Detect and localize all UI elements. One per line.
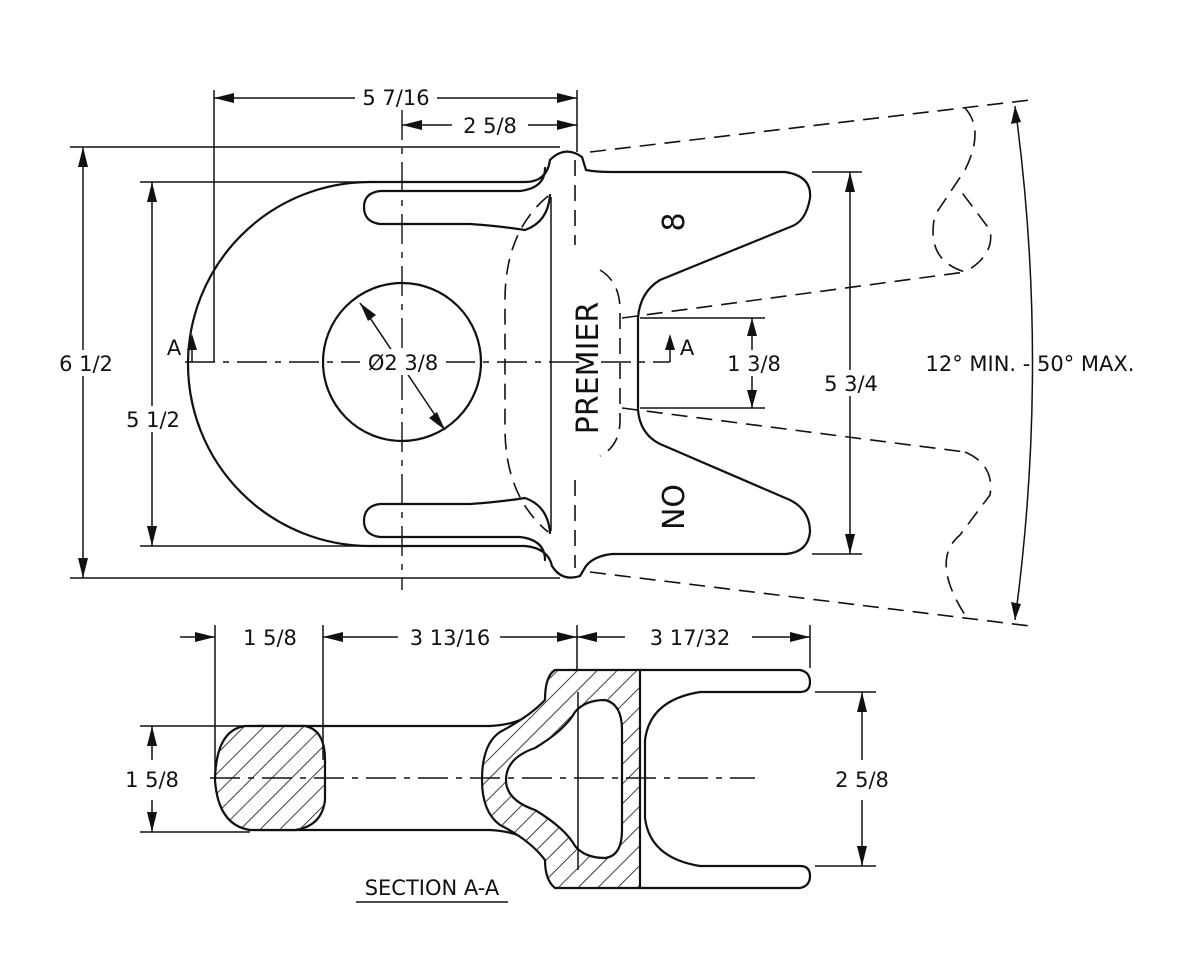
- phantom-jaw-curves: [932, 107, 992, 616]
- section-marker-right: A: [680, 336, 695, 360]
- hidden-pocket: [599, 269, 621, 457]
- dim-slot-width: 1 3/8: [727, 352, 781, 376]
- body-outline: [186, 150, 812, 579]
- dim-overall-length: 5 7/16: [362, 86, 429, 110]
- dim-inner-height: 5 1/2: [126, 408, 180, 432]
- phantom-jaw-bottom: [589, 407, 1031, 627]
- top-view: 5 7/16 2 5/8 6 1/2 5 1/2 Ø2 3/8 A: [50, 84, 1135, 627]
- marking-no: NO: [657, 484, 692, 530]
- upper-slot: [362, 166, 552, 232]
- section-view: 1 5/8 3 13/16 3 17/32 1 5/8 2 5/8 SECTIO…: [125, 625, 889, 903]
- jaw-outline: [638, 668, 812, 890]
- section-marker-left: A: [167, 336, 182, 360]
- dim-overall-height: 6 1/2: [59, 352, 113, 376]
- dim-bore-diameter: Ø2 3/8: [368, 351, 438, 375]
- dim-ring-width: 1 5/8: [243, 626, 297, 650]
- dim-jaw-length: 3 17/32: [650, 626, 731, 650]
- dim-bore-to-edge: 2 5/8: [463, 114, 517, 138]
- marking-size: 8: [657, 212, 692, 231]
- dim-shank-length: 3 13/16: [410, 626, 491, 650]
- lower-slot: [362, 496, 552, 562]
- hidden-arc: [504, 195, 549, 533]
- marking-brand: PREMIER: [571, 302, 606, 434]
- dim-jaw-height: 5 3/4: [824, 372, 878, 396]
- dim-jaw-opening: 2 5/8: [835, 768, 889, 792]
- dim-ring-height: 1 5/8: [125, 768, 179, 792]
- hub-pocket: [504, 698, 624, 860]
- angle-arc: [1014, 105, 1034, 621]
- section-title: SECTION A-A: [365, 876, 500, 900]
- dim-angle: 12° MIN. - 50° MAX.: [926, 352, 1135, 376]
- phantom-jaw-top: [589, 99, 1031, 319]
